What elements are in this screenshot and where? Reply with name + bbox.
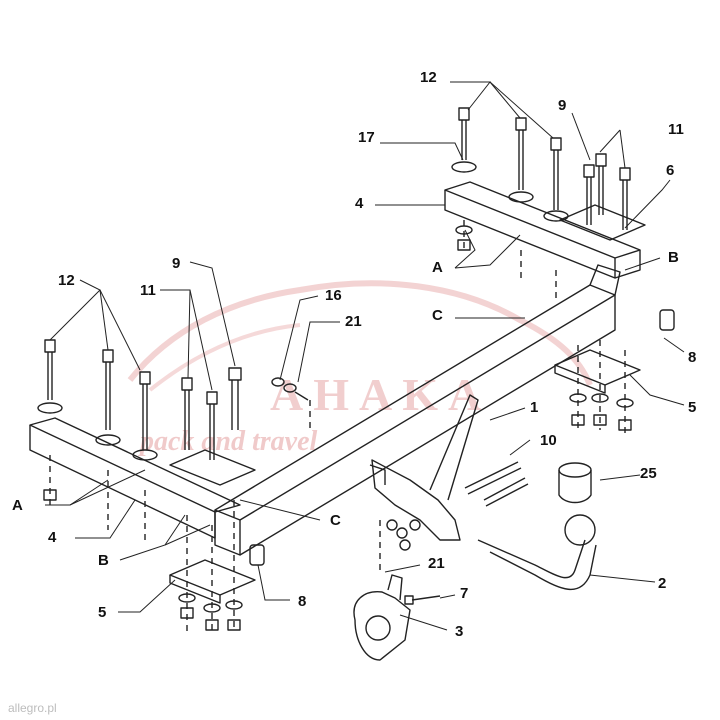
bolt-icon xyxy=(595,153,607,215)
spacer-sleeves xyxy=(249,309,675,566)
watermark: AHAKA pack and travel xyxy=(127,280,593,457)
callout-8-right: 8 xyxy=(688,349,696,366)
socket-plate xyxy=(353,574,411,661)
callout-21-upper: 21 xyxy=(345,313,362,330)
callout-7: 7 xyxy=(460,585,468,602)
callout-labels: 12 9 11 17 6 4 B A C 8 5 1 10 25 2 21 7 … xyxy=(12,69,696,640)
callout-10: 10 xyxy=(540,432,557,449)
callout-16: 16 xyxy=(325,287,342,304)
small-bolt-set xyxy=(271,377,311,430)
right-side-bracket xyxy=(444,181,641,279)
bolt-icon xyxy=(181,377,193,450)
bolt-10-pair xyxy=(464,461,529,507)
bolt-icon xyxy=(132,371,158,461)
callout-11-right: 11 xyxy=(668,121,684,138)
callout-4-left: 4 xyxy=(48,529,57,546)
callout-3: 3 xyxy=(455,623,463,640)
callout-A-left: A xyxy=(12,497,23,514)
bolt-icon xyxy=(619,167,631,230)
mounting-plates xyxy=(169,204,646,604)
callout-12-left: 12 xyxy=(58,272,75,289)
bolt-icon xyxy=(543,137,569,222)
watermark-tagline: pack and travel xyxy=(138,426,318,457)
left-side-bracket xyxy=(29,417,241,539)
callout-2: 2 xyxy=(658,575,666,592)
bolt-icon xyxy=(95,349,121,446)
callout-C-left: C xyxy=(330,512,341,529)
fastener-axes xyxy=(49,220,626,635)
bolt-icon xyxy=(583,164,595,225)
callout-A-right: A xyxy=(432,259,443,276)
callout-25: 25 xyxy=(640,465,657,482)
bolt-icon xyxy=(37,339,63,414)
bolt-7 xyxy=(404,595,441,605)
bolt-icon xyxy=(206,391,218,460)
watermark-car-icon xyxy=(127,280,593,387)
callout-11-left: 11 xyxy=(140,282,156,299)
callout-21-lower: 21 xyxy=(428,555,445,572)
towball xyxy=(477,514,597,591)
callout-1: 1 xyxy=(530,399,538,416)
callout-17: 17 xyxy=(358,129,375,146)
footer-site-mark: allegro.pl xyxy=(8,701,57,715)
callout-8-left: 8 xyxy=(298,593,306,610)
callout-C-right: C xyxy=(432,307,443,324)
callout-12-right: 12 xyxy=(420,69,437,86)
bolt-icon xyxy=(451,107,477,173)
callout-9-right: 9 xyxy=(558,97,566,114)
bracket-nuts xyxy=(386,519,421,551)
callout-6: 6 xyxy=(666,162,674,179)
callout-4-right: 4 xyxy=(355,195,364,212)
callout-9-left: 9 xyxy=(172,255,180,272)
nuts-and-washers xyxy=(43,225,634,631)
watermark-brand: AHAKA xyxy=(270,369,491,420)
bolt-icon xyxy=(228,367,242,430)
leader-lines xyxy=(45,81,685,631)
callout-B-right: B xyxy=(668,249,679,266)
callout-B-left: B xyxy=(98,552,109,569)
towball-cap xyxy=(558,462,592,504)
bolt-icon xyxy=(508,117,534,203)
center-bracket xyxy=(369,394,479,541)
callout-5-left: 5 xyxy=(98,604,106,621)
callout-5-right: 5 xyxy=(688,399,696,416)
